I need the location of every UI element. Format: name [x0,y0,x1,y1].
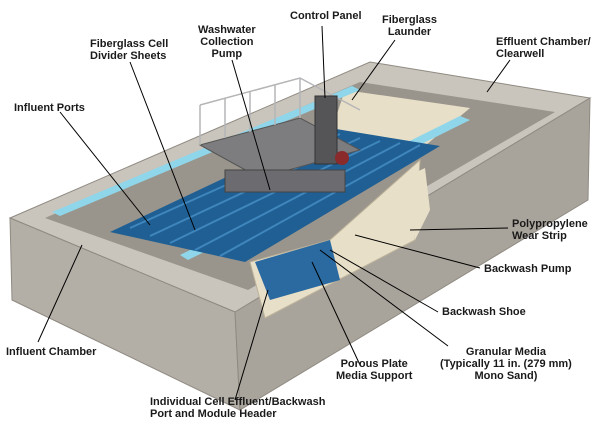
label-line: Launder [382,26,437,38]
label-line: Pump [198,48,256,60]
label-line: Media Support [336,370,412,382]
leader-cell-effluent [235,290,268,400]
label-line: Fiberglass [382,14,437,26]
label-line: Clearwell [496,48,591,60]
label-control-panel: Control Panel [290,10,362,22]
label-effluent-chamber: Effluent Chamber/ Clearwell [496,36,591,60]
leader-washwater-pump [232,60,270,190]
label-text: Influent Ports [14,102,85,114]
label-granular-media: Granular Media (Typically 11 in. (279 mm… [440,346,572,382]
leader-influent-ports [60,112,150,225]
label-line: Porous Plate [336,358,412,370]
label-influent-ports: Influent Ports [14,102,85,114]
label-backwash-shoe: Backwash Shoe [442,306,526,318]
label-cell-effluent: Individual Cell Effluent/Backwash Port a… [150,396,325,420]
leader-backwash-shoe [330,250,438,312]
label-wear-strip: Polypropylene Wear Strip [512,218,588,242]
leader-divider-sheets [130,62,195,230]
label-influent-chamber: Influent Chamber [6,346,96,358]
label-line: Polypropylene [512,218,588,230]
label-line: Washwater [198,24,256,36]
label-washwater-pump: Washwater Collection Pump [198,24,256,60]
leader-fiberglass-launder [352,40,395,100]
label-line: Individual Cell Effluent/Backwash [150,396,325,408]
leader-wear-strip [410,228,508,230]
label-line: Effluent Chamber/ [496,36,591,48]
leader-control-panel [322,26,325,98]
leader-backwash-pump [355,235,480,268]
label-line: Port and Module Header [150,408,325,420]
label-divider-sheets: Fiberglass Cell Divider Sheets [90,38,168,62]
label-porous-plate: Porous Plate Media Support [336,358,412,382]
leader-influent-chamber [38,245,82,342]
label-line: Mono Sand) [440,370,572,382]
label-line: Divider Sheets [90,50,168,62]
label-fiberglass-launder: Fiberglass Launder [382,14,437,38]
leader-effluent-chamber [487,60,510,92]
label-text: Influent Chamber [6,346,96,358]
label-line: Collection [198,36,256,48]
leader-granular-media [320,250,448,346]
label-text: Backwash Shoe [442,306,526,318]
label-line: Granular Media [440,346,572,358]
label-backwash-pump: Backwash Pump [484,263,571,275]
leader-porous-plate [312,262,360,365]
label-line: Fiberglass Cell [90,38,168,50]
label-text: Backwash Pump [484,263,571,275]
label-text: Control Panel [290,10,362,22]
label-line: (Typically 11 in. (279 mm) [440,358,572,370]
label-line: Wear Strip [512,230,588,242]
